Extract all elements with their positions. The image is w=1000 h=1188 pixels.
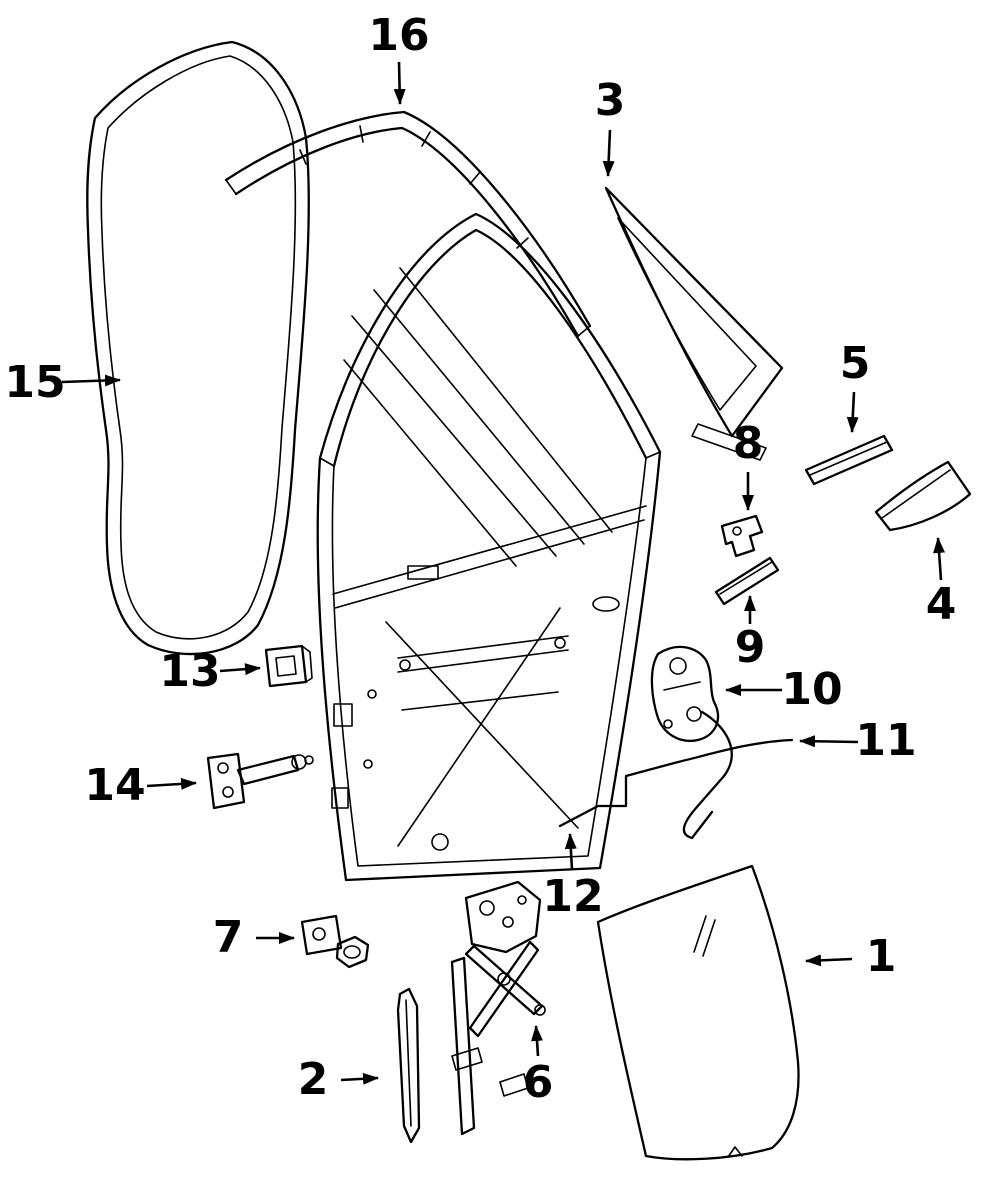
callout-9[interactable]: 9 xyxy=(735,595,766,673)
callout-5-arrow xyxy=(846,391,859,433)
callout-6[interactable]: 6 xyxy=(523,1025,554,1108)
callout-3[interactable]: 3 xyxy=(595,75,626,177)
part-14-door-check xyxy=(206,752,314,810)
callout-14[interactable]: 14 xyxy=(84,760,197,811)
callout-10-label[interactable]: 10 xyxy=(781,664,842,715)
callout-7-label[interactable]: 7 xyxy=(213,912,244,963)
part-16-glass-run-channel xyxy=(224,110,592,338)
callout-4-arrow xyxy=(933,537,946,581)
part-2-run-channel-strip xyxy=(396,987,421,1144)
part-13-striker-bracket xyxy=(264,644,313,688)
callout-11-arrow xyxy=(799,735,859,748)
part-3-quarter-window-frame xyxy=(604,186,784,461)
callout-6-label[interactable]: 6 xyxy=(523,1057,554,1108)
callout-1[interactable]: 1 xyxy=(805,931,897,982)
callout-13-arrow xyxy=(219,663,261,676)
callout-15[interactable]: 15 xyxy=(4,357,121,408)
callout-12-label[interactable]: 12 xyxy=(542,871,603,922)
door-shell xyxy=(316,212,662,882)
callout-4-label[interactable]: 4 xyxy=(926,579,957,630)
callout-13-label[interactable]: 13 xyxy=(159,646,220,697)
part-5-belt-molding-strip xyxy=(804,434,894,486)
callout-3-arrow xyxy=(602,129,615,177)
callout-1-label[interactable]: 1 xyxy=(866,931,897,982)
callout-7[interactable]: 7 xyxy=(213,912,295,963)
callout-6-arrow xyxy=(531,1025,543,1057)
callout-16-label[interactable]: 16 xyxy=(368,10,429,61)
callout-5-label[interactable]: 5 xyxy=(840,338,871,389)
callout-11[interactable]: 11 xyxy=(799,715,917,766)
callout-8-label[interactable]: 8 xyxy=(733,418,764,469)
callout-14-label[interactable]: 14 xyxy=(84,760,145,811)
callout-15-label[interactable]: 15 xyxy=(4,357,65,408)
callout-4[interactable]: 4 xyxy=(926,537,957,630)
callout-12-arrow xyxy=(564,833,577,871)
callout-16-arrow xyxy=(393,61,406,105)
callout-3-label[interactable]: 3 xyxy=(595,75,626,126)
callout-9-label[interactable]: 9 xyxy=(735,622,766,673)
callout-12[interactable]: 12 xyxy=(542,833,604,922)
callout-11-label[interactable]: 11 xyxy=(855,715,916,766)
callout-16[interactable]: 16 xyxy=(368,10,430,105)
part-15-door-weatherstrip xyxy=(86,40,310,656)
part-8-channel-clip xyxy=(720,514,764,558)
part-1-door-glass xyxy=(596,864,800,1161)
part-7-lock-cylinder-bracket xyxy=(300,914,370,969)
callout-14-arrow xyxy=(146,777,197,790)
callout-1-arrow xyxy=(805,954,853,967)
callout-8[interactable]: 8 xyxy=(733,418,764,511)
part-11-lock-rod-linkage xyxy=(558,710,794,840)
callout-15-arrow xyxy=(61,374,121,387)
part-9-lower-channel-strip xyxy=(714,556,780,606)
callout-2-arrow xyxy=(340,1072,379,1085)
part-6-window-regulator xyxy=(450,880,546,1136)
callout-2[interactable]: 2 xyxy=(298,1054,379,1105)
part-4-corner-trim-wedge xyxy=(874,460,972,532)
callout-10[interactable]: 10 xyxy=(725,664,843,715)
part-10-door-lock xyxy=(650,645,720,743)
callout-13[interactable]: 13 xyxy=(159,646,261,697)
callout-5[interactable]: 5 xyxy=(840,338,871,433)
callout-2-label[interactable]: 2 xyxy=(298,1054,329,1105)
